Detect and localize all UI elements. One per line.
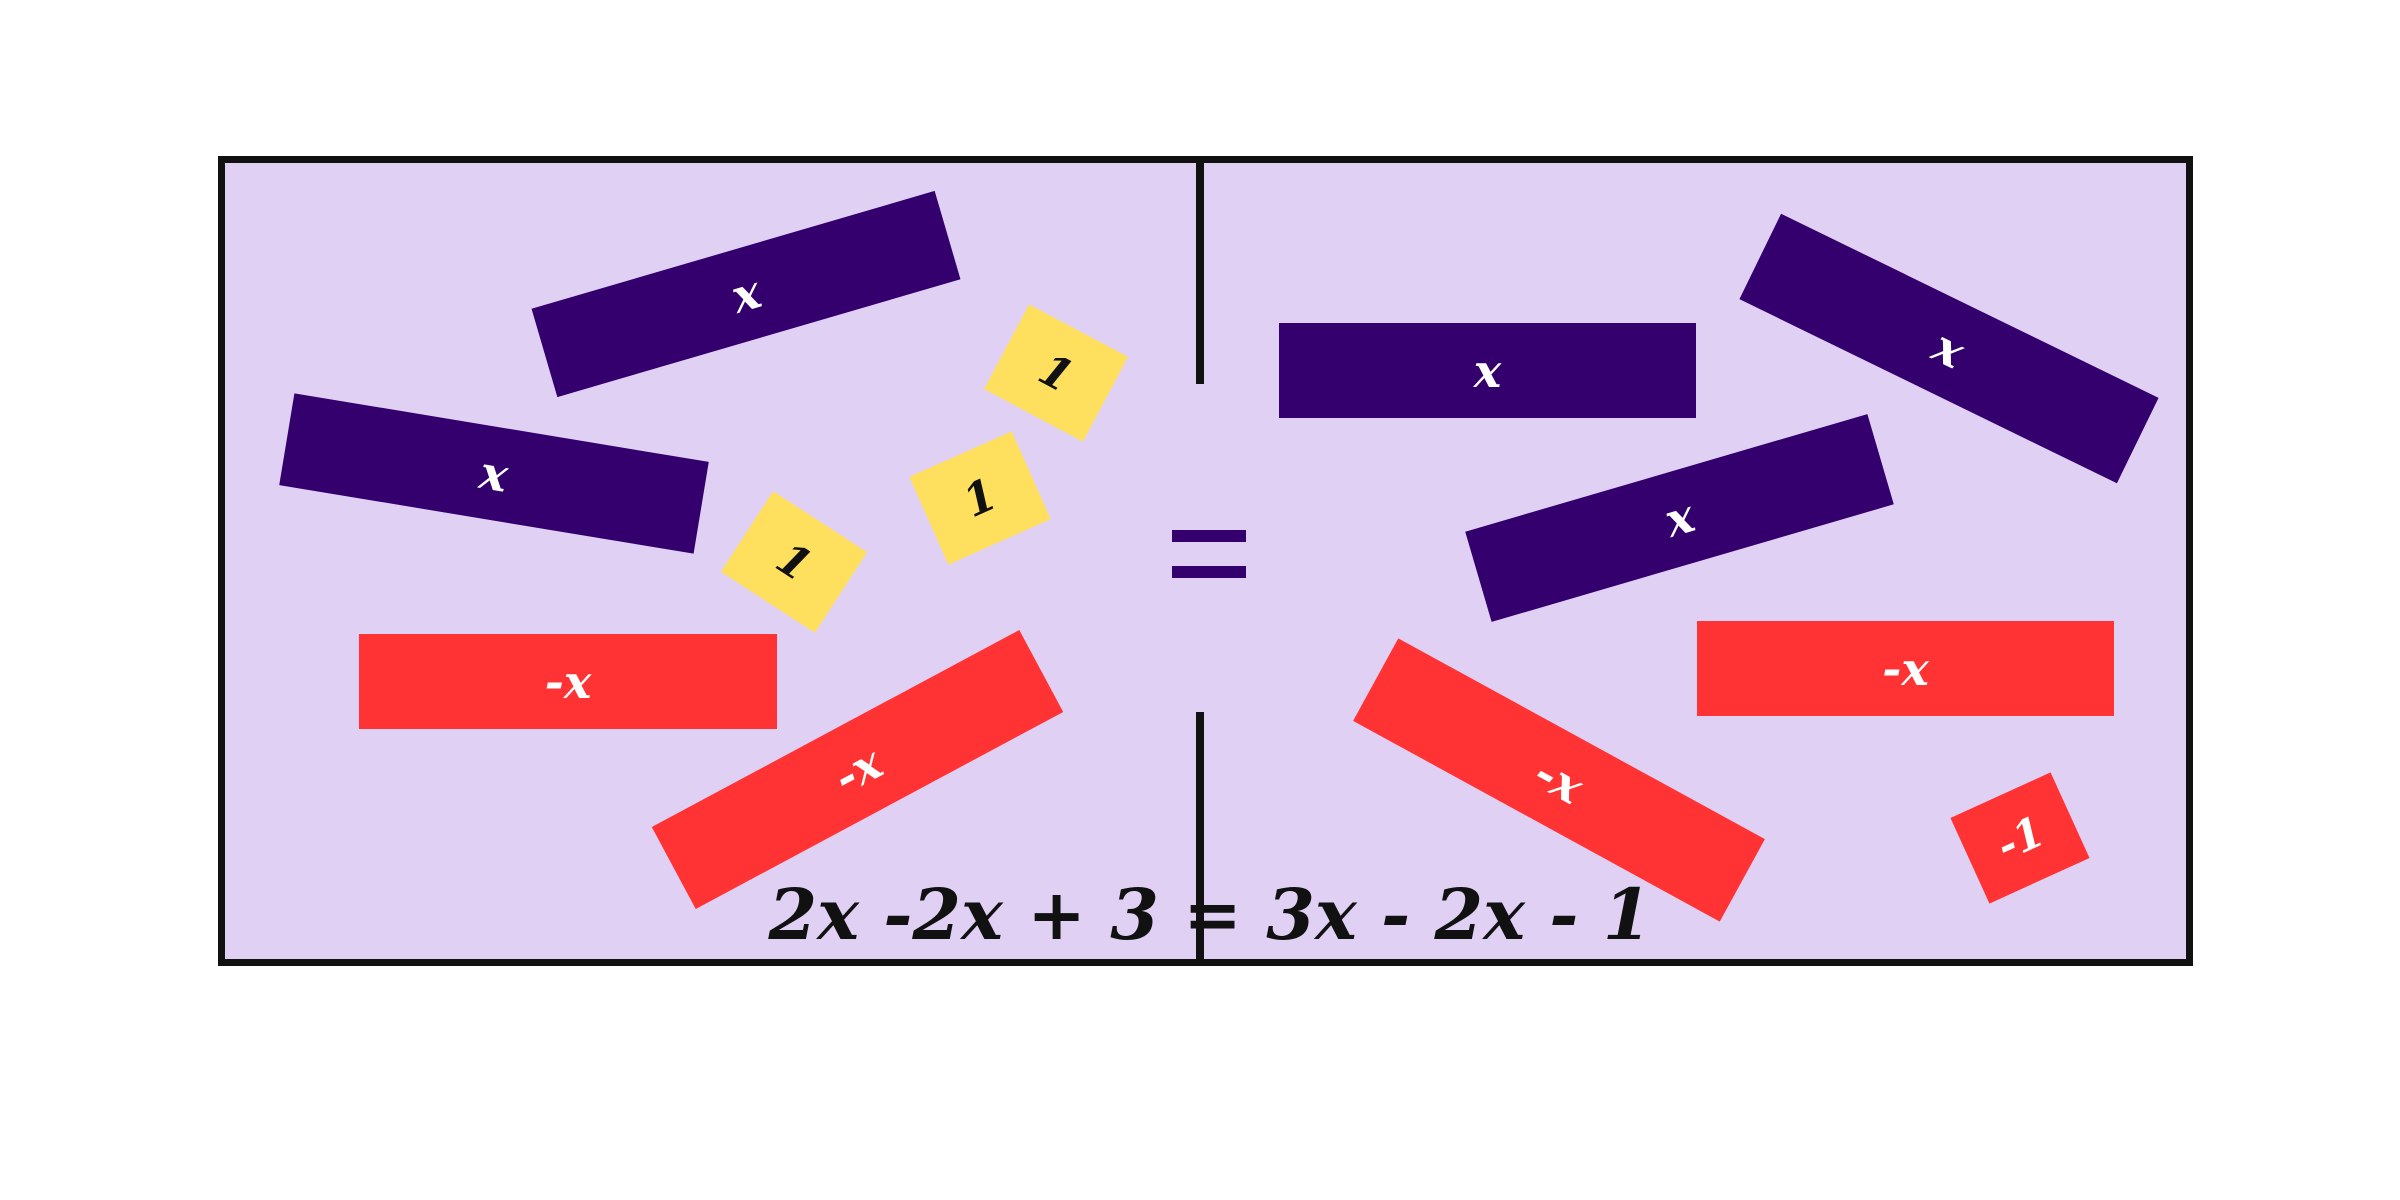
board-divider-bottom bbox=[1196, 712, 1204, 964]
tile-label: -x bbox=[1882, 641, 1929, 696]
tile-label: x bbox=[1658, 488, 1701, 548]
neg-x-tile-right-1[interactable]: -x bbox=[1697, 621, 2114, 716]
tile-label: x bbox=[476, 444, 512, 503]
tile-label: -x bbox=[544, 654, 592, 709]
tile-label: 1 bbox=[767, 532, 821, 592]
board-divider-top bbox=[1196, 156, 1204, 384]
tile-label: x bbox=[725, 264, 767, 324]
tile-label: x bbox=[1924, 318, 1974, 379]
tile-label: -1 bbox=[1988, 806, 2052, 870]
neg-x-tile-left-1[interactable]: -x bbox=[359, 634, 777, 729]
tile-label: -x bbox=[1525, 745, 1593, 815]
tile-label: -x bbox=[824, 734, 891, 805]
equals-sign-icon bbox=[1172, 530, 1246, 578]
tile-label: 1 bbox=[955, 468, 1005, 528]
tile-label: 1 bbox=[1030, 343, 1082, 403]
equation-text: 2x -2x + 3 = 3x - 2x - 1 bbox=[768, 872, 1652, 956]
x-tile-right-1[interactable]: x bbox=[1279, 323, 1696, 418]
tile-label: x bbox=[1473, 343, 1502, 398]
